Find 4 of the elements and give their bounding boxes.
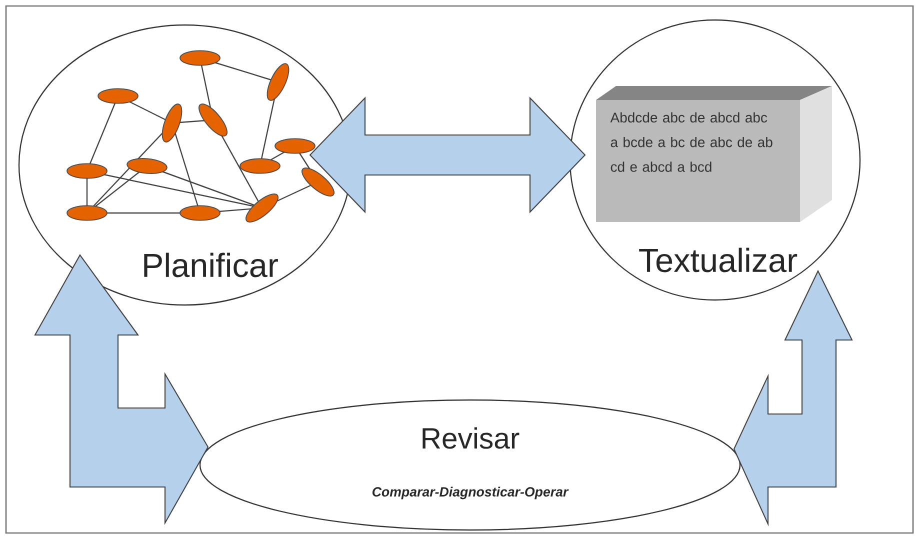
process-oval: Revisar Comparar-Diagnosticar-Operar bbox=[199, 399, 741, 531]
text-block: Abdcde abc de abcd abc a bcde a bc de abc de ab cd e abcd a bcd bbox=[596, 86, 832, 222]
double-arrow bbox=[34, 254, 209, 526]
double-arrow bbox=[309, 96, 586, 214]
